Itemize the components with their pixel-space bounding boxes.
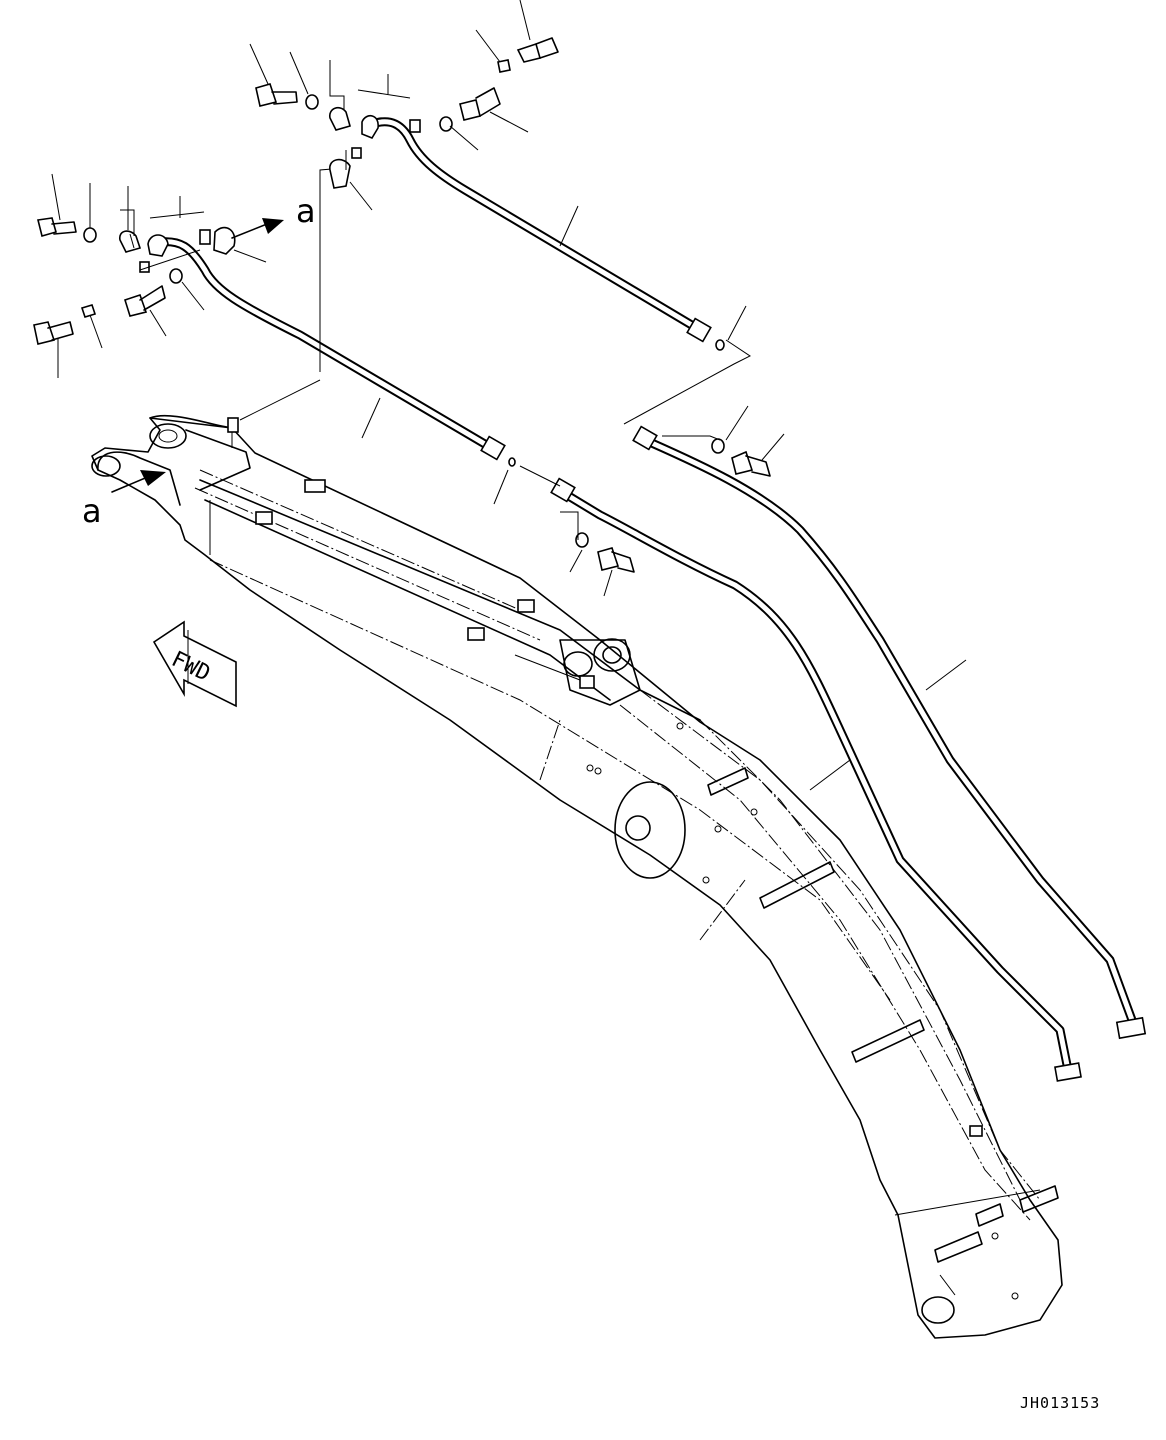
fwd-direction-arrow: FWD xyxy=(152,620,237,708)
pipe-long-b xyxy=(632,425,1147,1040)
drawing-code: JH013153 xyxy=(1020,1394,1100,1412)
hardware-top xyxy=(249,0,559,211)
clamp-brackets xyxy=(255,479,1059,1263)
view-arrow-a xyxy=(111,475,151,493)
boom-body xyxy=(91,414,1063,1339)
hardware-left xyxy=(33,167,345,421)
pipe-upper xyxy=(367,117,712,343)
pipe-lower xyxy=(155,237,506,461)
view-label-a-bottom: a xyxy=(82,492,102,530)
view-label-a-top: a xyxy=(296,192,316,230)
hardware-mid xyxy=(361,205,967,791)
pipe-long-a xyxy=(550,477,1082,1082)
